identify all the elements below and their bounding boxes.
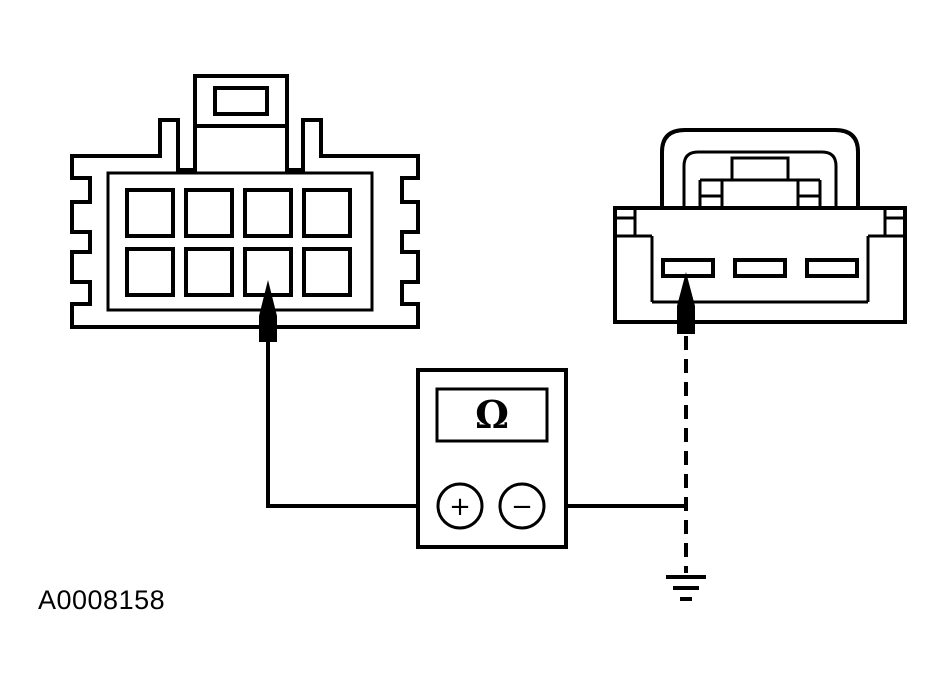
left-connector [70,74,420,329]
negative-terminal-symbol: − [511,492,533,522]
right-connector-hood-inner [682,150,838,208]
positive-terminal-symbol: + [449,492,471,522]
ground-icon [666,575,706,601]
left-pin-cavity [302,188,352,238]
right-pin-slot-tested [661,258,715,278]
left-connector-housing [70,118,420,329]
left-connector-inner-frame [106,171,374,312]
figure-reference-id: A0008158 [38,585,166,615]
right-connector-body [613,206,907,324]
left-pin-cavity [125,188,175,238]
right-connector [613,128,907,324]
right-connector-latch [730,156,790,182]
left-pin-cavity [184,247,234,297]
negative-probe-tip [677,272,695,334]
positive-test-lead [259,280,437,508]
left-connector-latch [193,74,289,128]
left-pin-cavity [302,247,352,297]
ohmmeter: Ω + − [416,368,568,549]
right-pin-slot [805,258,859,278]
positive-probe-tip [259,280,277,342]
positive-lead-wire [266,330,437,508]
negative-terminal [498,482,546,530]
left-connector-latch-window [213,86,269,116]
left-pin-cavity [125,247,175,297]
right-connector-side-detail [615,208,905,304]
right-connector-hood [660,128,860,208]
ohm-symbol: Ω [475,392,509,437]
left-pin-cavity [243,188,293,238]
left-pin-cavity [184,188,234,238]
negative-test-lead [545,272,695,573]
right-connector-latch-detail [698,178,822,208]
right-pin-slot [733,258,787,278]
ohmmeter-display [435,387,549,443]
positive-terminal [436,482,484,530]
